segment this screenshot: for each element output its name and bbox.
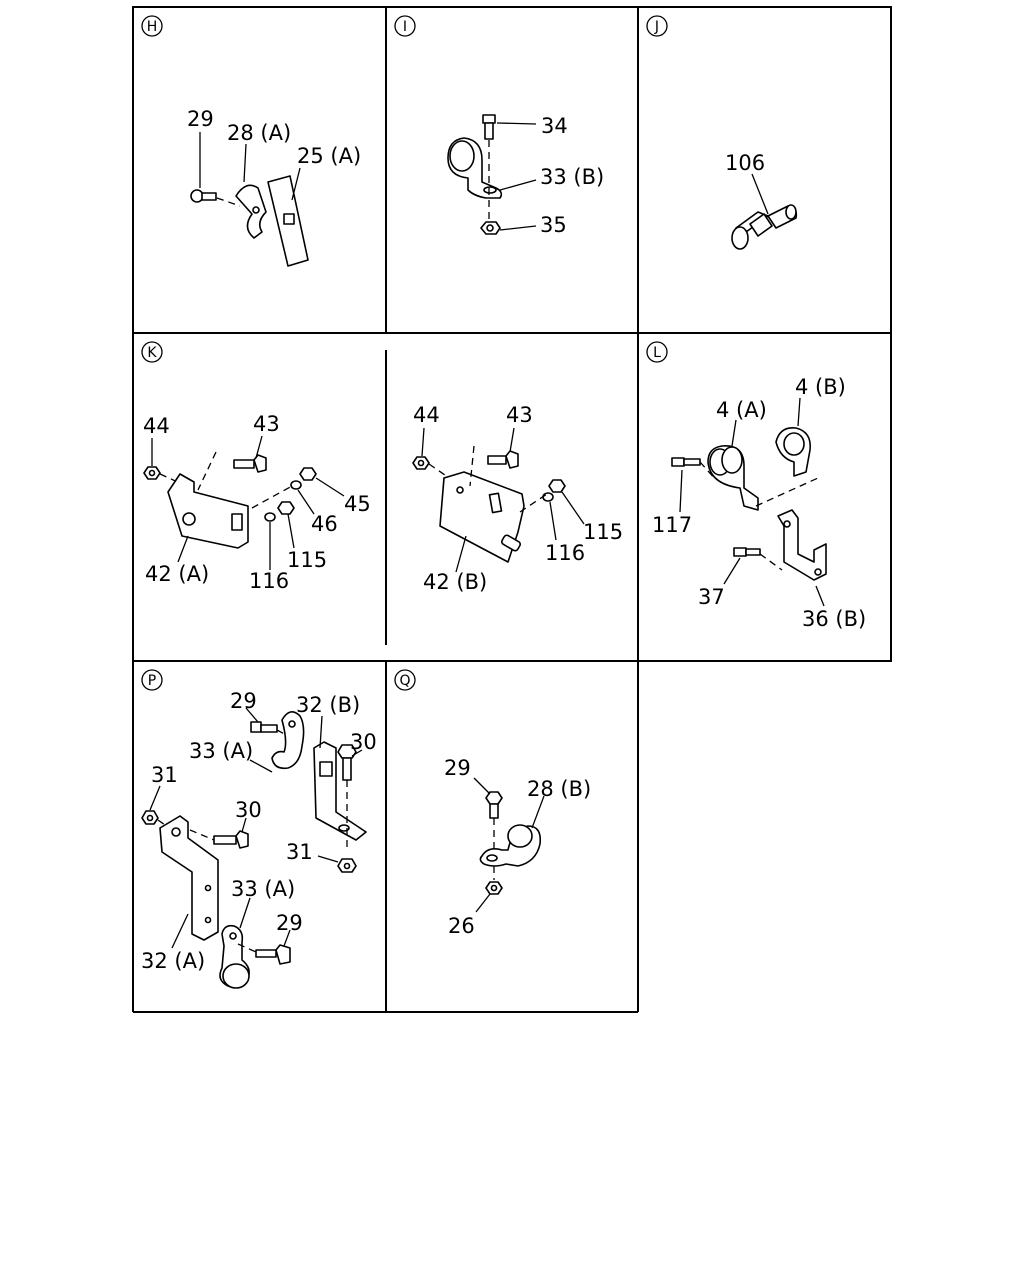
washer-116-right: [542, 492, 554, 502]
nut-44-right: [412, 456, 430, 470]
nut-31-right: [337, 858, 357, 873]
label-43-left: 43: [253, 412, 280, 436]
svg-text:K: K: [147, 345, 157, 361]
bracket-42a: [167, 473, 249, 549]
nut-26: [485, 881, 503, 895]
svg-text:Q: Q: [399, 673, 410, 689]
svg-text:I: I: [403, 19, 407, 35]
bolt-34: [482, 114, 496, 222]
label-44-right: 44: [413, 403, 440, 427]
bolt-29-q: [485, 791, 503, 880]
bolt-30-upper: [337, 744, 357, 852]
label-32a: 32 (A): [141, 949, 205, 973]
panel-grid: [132, 6, 892, 1013]
clamp-33a-lower: [219, 924, 250, 989]
label-35: 35: [540, 213, 567, 237]
label-46: 46: [311, 512, 338, 536]
clamp-28a: [235, 184, 267, 239]
bolt-29-upper: [250, 721, 289, 737]
label-116-left: 116: [249, 569, 289, 593]
label-28a: 28 (A): [227, 121, 291, 145]
label-30-upper: 30: [350, 730, 377, 754]
clamp-28b: [479, 824, 542, 867]
panel-letter-h: H: [141, 15, 163, 37]
label-116-right: 116: [545, 541, 585, 565]
label-33a-upper: 33 (A): [189, 739, 253, 763]
label-33a-lower: 33 (A): [231, 877, 295, 901]
panel-letter-j: J: [646, 15, 668, 37]
nut-115-right: [548, 479, 566, 493]
clamp-4b: [775, 426, 812, 477]
bolt-29: [190, 189, 241, 207]
fitting-106: [731, 204, 798, 250]
bolt-43-left: [233, 454, 267, 473]
panel-q: 29 28 (B) 26: [444, 756, 591, 938]
nut-44-left: [143, 466, 161, 480]
label-30-middle: 30: [235, 798, 262, 822]
panel-p: 29 32 (B) 33 (A) 30 31 30 31 33 (A) 29 3…: [141, 689, 377, 989]
label-42b: 42 (B): [423, 570, 487, 594]
label-4b: 4 (B): [795, 375, 846, 399]
clamp-4a: [707, 445, 759, 511]
panel-j: 106: [725, 151, 798, 250]
label-33b: 33 (B): [540, 165, 604, 189]
bolt-117: [671, 457, 717, 481]
panel-letter-l: L: [646, 341, 668, 363]
label-29-upper: 29: [230, 689, 257, 713]
label-115-left: 115: [287, 548, 327, 572]
panel-letter-i: I: [394, 15, 416, 37]
label-25a: 25 (A): [297, 144, 361, 168]
label-115-right: 115: [583, 520, 623, 544]
washer-46: [290, 480, 302, 490]
plate-25a: [267, 175, 309, 267]
panel-h: 29 28 (A) 25 (A): [187, 107, 361, 267]
label-37: 37: [698, 585, 725, 609]
label-45: 45: [344, 492, 371, 516]
svg-text:H: H: [147, 19, 158, 35]
label-31-right: 31: [286, 840, 313, 864]
label-26: 26: [448, 914, 475, 938]
label-117: 117: [652, 513, 692, 537]
label-34: 34: [541, 114, 568, 138]
label-42a: 42 (A): [145, 562, 209, 586]
clamp-33a-upper: [271, 711, 305, 770]
label-43-right: 43: [506, 403, 533, 427]
panel-letter-q: Q: [394, 669, 416, 691]
panel-letter-k: K: [141, 341, 163, 363]
bracket-42b: [439, 471, 525, 563]
nut-45: [299, 467, 317, 481]
label-29: 29: [187, 107, 214, 131]
nut-31-left: [141, 810, 159, 825]
label-32b: 32 (B): [296, 693, 360, 717]
label-29-q: 29: [444, 756, 471, 780]
label-106: 106: [725, 151, 765, 175]
bolt-43-right: [487, 450, 519, 469]
bolt-37: [733, 547, 783, 571]
panel-i: 34 33 (B) 35: [447, 114, 604, 237]
label-29-lower: 29: [276, 911, 303, 935]
bracket-36b: [777, 509, 827, 581]
bracket-32a: [159, 815, 219, 941]
nut-115-left: [277, 501, 295, 515]
bolt-29-lower: [237, 943, 291, 965]
panel-letter-p: P: [141, 669, 163, 691]
label-31-left: 31: [151, 763, 178, 787]
label-36b: 36 (B): [802, 607, 866, 631]
clamp-33b: [447, 137, 503, 199]
label-4a: 4 (A): [716, 398, 767, 422]
nut-35: [480, 221, 501, 235]
panel-k-right: 44 43 115 116 42 (B): [412, 403, 623, 594]
label-28b: 28 (B): [527, 777, 591, 801]
svg-text:P: P: [148, 673, 156, 689]
label-44-left: 44: [143, 414, 170, 438]
svg-text:L: L: [653, 345, 661, 361]
bracket-32b: [313, 741, 367, 841]
bolt-30-middle: [189, 829, 249, 849]
panel-l: 4 (A) 4 (B) 117 37 36 (B): [652, 375, 866, 631]
svg-text:J: J: [654, 19, 659, 35]
washer-116-left: [264, 512, 276, 522]
panel-k: 44 43 45 46 115 116 42 (A): [143, 412, 371, 593]
